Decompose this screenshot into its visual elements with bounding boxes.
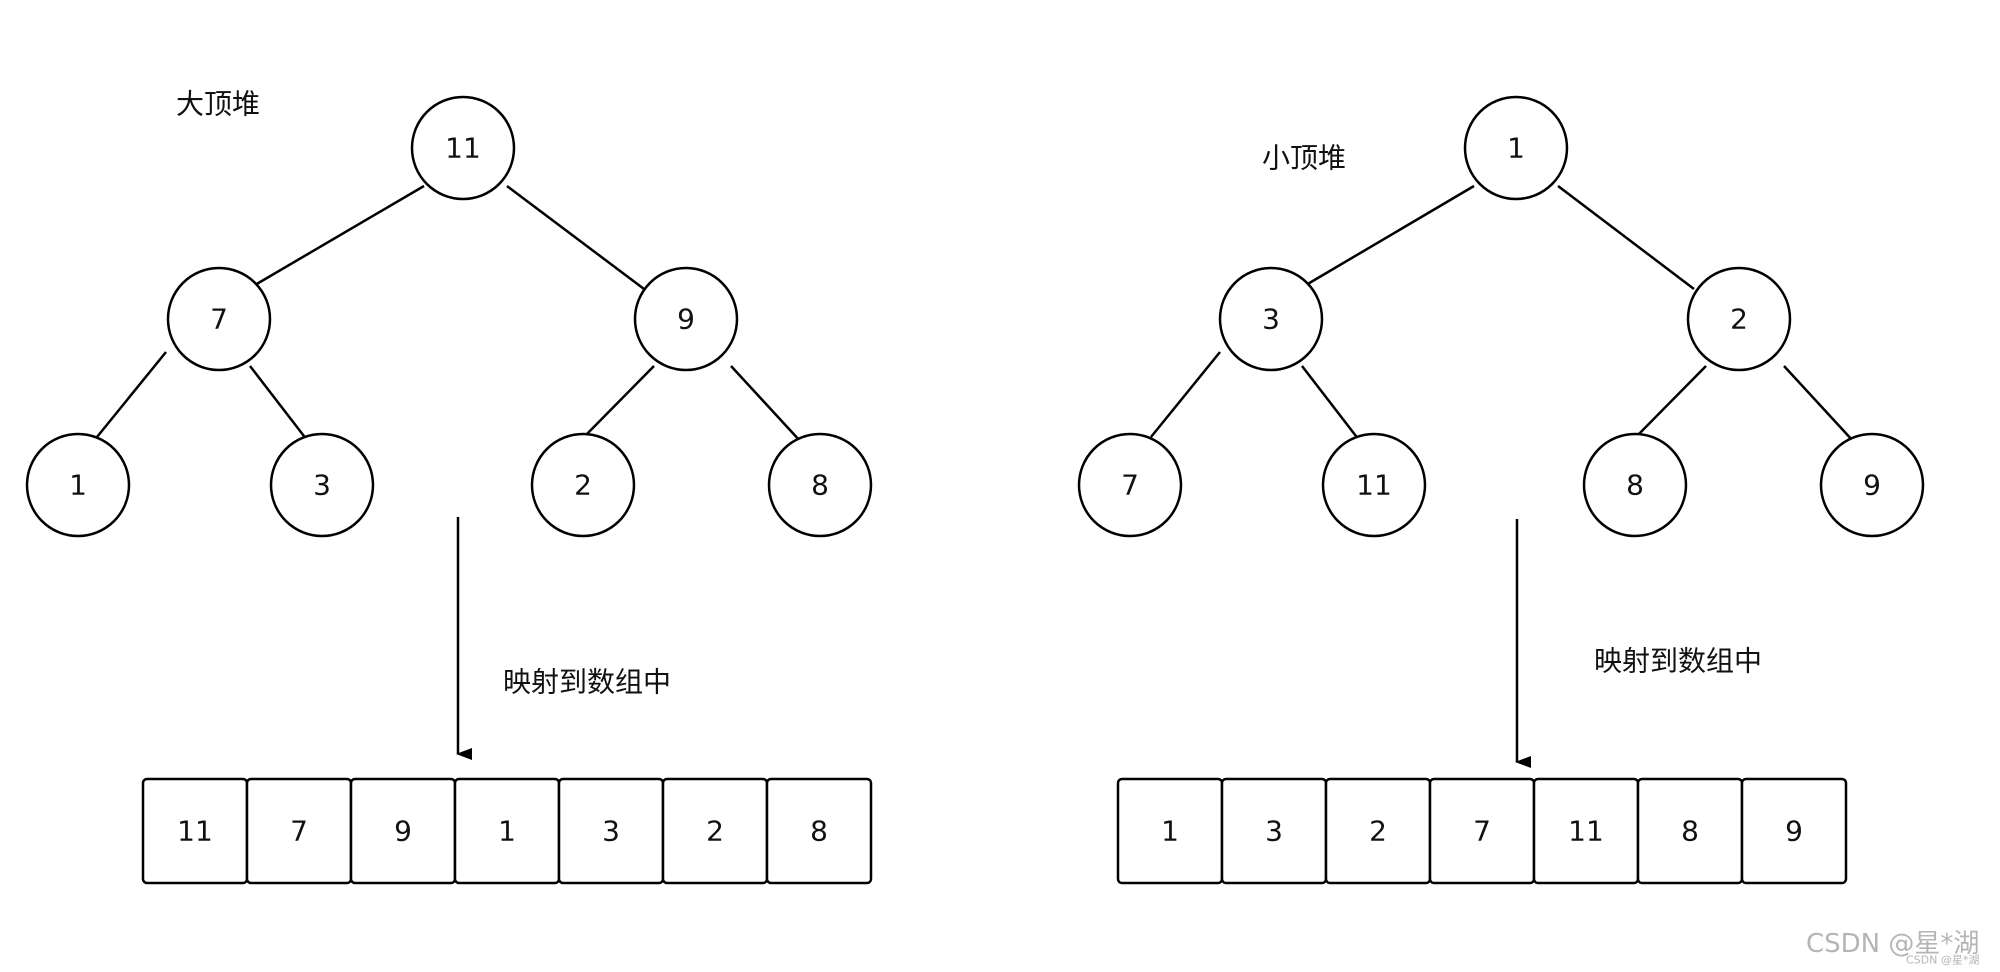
array-cell: 8 xyxy=(1636,777,1744,885)
node-value: 1 xyxy=(1507,132,1525,165)
array-cell: 3 xyxy=(1220,777,1328,885)
tree-edge xyxy=(1301,365,1360,441)
heap-array: 11 7 9 1 3 2 8 xyxy=(141,777,873,885)
tree-edge xyxy=(581,365,655,440)
max-heap-title: 大顶堆 xyxy=(176,88,260,121)
array-cell-value: 8 xyxy=(1681,815,1699,848)
node-value: 3 xyxy=(313,469,331,502)
tree-node-right: 9 xyxy=(633,266,739,372)
array-cell-value: 1 xyxy=(498,815,516,848)
tree-node-left-right: 11 xyxy=(1321,432,1427,538)
node-value: 3 xyxy=(1262,303,1280,336)
min-heap-section: 小顶堆 1 3 2 7 11 8 xyxy=(1077,95,1925,885)
tree-node-right-right: 8 xyxy=(767,432,873,538)
node-value: 2 xyxy=(574,469,592,502)
tree-edge xyxy=(1305,184,1475,287)
tree-edge xyxy=(1783,365,1855,443)
array-cell: 1 xyxy=(1116,777,1224,885)
tree-edge xyxy=(254,184,425,287)
tree-node-left: 7 xyxy=(166,266,272,372)
min-heap-title: 小顶堆 xyxy=(1262,142,1346,175)
watermark-small-text: CSDN @星*湖 xyxy=(1906,954,1979,967)
node-value: 8 xyxy=(811,469,829,502)
tree-node-right-right: 9 xyxy=(1819,432,1925,538)
node-value: 1 xyxy=(69,469,87,502)
heap-array: 1 3 2 7 11 8 9 xyxy=(1116,777,1848,885)
array-cell-value: 2 xyxy=(1369,815,1387,848)
node-value: 11 xyxy=(445,132,481,165)
array-cell-value: 11 xyxy=(1568,815,1604,848)
array-cell-value: 3 xyxy=(1265,815,1283,848)
mapping-label: 映射到数组中 xyxy=(1594,645,1762,678)
array-cell: 7 xyxy=(245,777,353,885)
tree-node-left-left: 1 xyxy=(25,432,131,538)
tree-edge xyxy=(1557,185,1695,290)
node-value: 8 xyxy=(1626,469,1644,502)
tree-node-left: 3 xyxy=(1218,266,1324,372)
array-cell-value: 3 xyxy=(602,815,620,848)
node-value: 9 xyxy=(677,303,695,336)
tree-node-right-left: 2 xyxy=(530,432,636,538)
tree-edge xyxy=(249,365,308,441)
array-cell: 7 xyxy=(1428,777,1536,885)
tree-node-root: 1 xyxy=(1463,95,1569,201)
array-cell: 2 xyxy=(661,777,769,885)
tree-node-left-left: 7 xyxy=(1077,432,1183,538)
node-value: 7 xyxy=(1121,469,1139,502)
array-cell-value: 8 xyxy=(810,815,828,848)
node-value: 11 xyxy=(1356,469,1392,502)
array-cell: 8 xyxy=(765,777,873,885)
node-value: 9 xyxy=(1863,469,1881,502)
array-cell: 11 xyxy=(1532,777,1640,885)
node-value: 2 xyxy=(1730,303,1748,336)
watermark: CSDN @星*湖 CSDN @星*湖 xyxy=(1806,929,1979,967)
tree-edge xyxy=(730,365,802,443)
tree-node-left-right: 3 xyxy=(269,432,375,538)
array-cell-value: 1 xyxy=(1161,815,1179,848)
array-cell: 1 xyxy=(453,777,561,885)
array-cell: 9 xyxy=(1740,777,1848,885)
tree-node-right: 2 xyxy=(1686,266,1792,372)
array-cell: 3 xyxy=(557,777,665,885)
array-cell-value: 2 xyxy=(706,815,724,848)
node-value: 7 xyxy=(210,303,228,336)
array-cell-value: 7 xyxy=(290,815,308,848)
array-cell: 2 xyxy=(1324,777,1432,885)
array-cell-value: 7 xyxy=(1473,815,1491,848)
array-cell-value: 11 xyxy=(177,815,213,848)
tree-edge xyxy=(1633,365,1707,440)
array-cell-value: 9 xyxy=(394,815,412,848)
tree-edge xyxy=(96,351,167,438)
tree-edge xyxy=(1150,351,1221,438)
tree-node-right-left: 8 xyxy=(1582,432,1688,538)
max-heap-section: 大顶堆 11 7 9 1 3 2 xyxy=(25,88,873,885)
watermark-text: CSDN @星*湖 xyxy=(1806,929,1979,959)
array-cell: 11 xyxy=(141,777,249,885)
array-cell-value: 9 xyxy=(1785,815,1803,848)
array-cell: 9 xyxy=(349,777,457,885)
tree-node-root: 11 xyxy=(410,95,516,201)
tree-edge xyxy=(506,185,645,290)
mapping-label: 映射到数组中 xyxy=(503,666,671,699)
